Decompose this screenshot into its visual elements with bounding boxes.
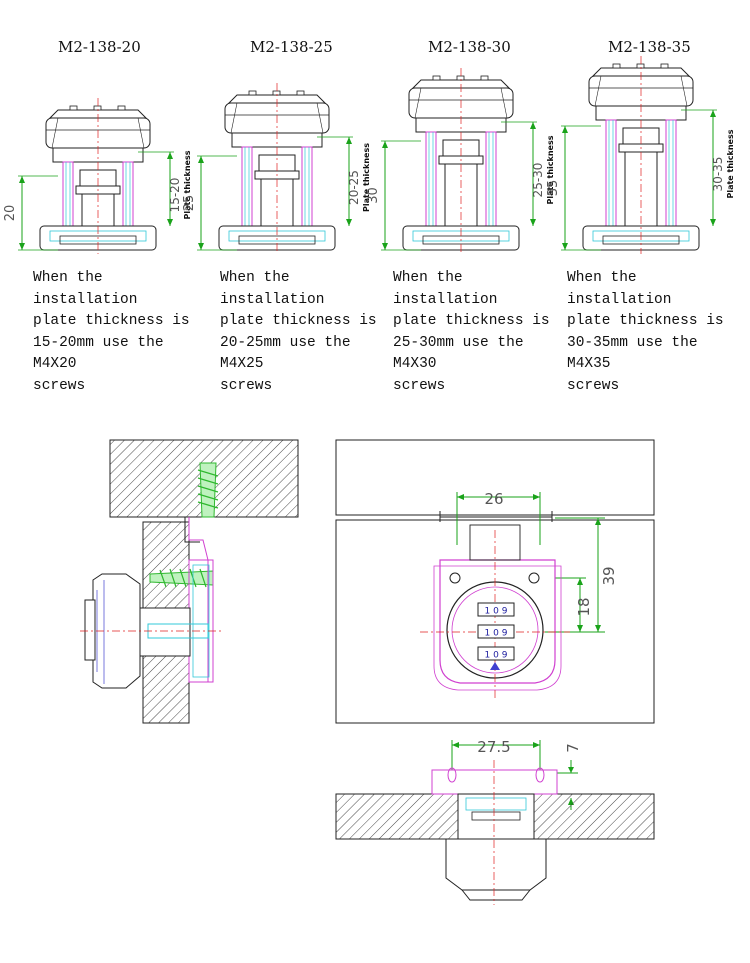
model-title-4: M2-138-35 (608, 38, 691, 56)
dim-bottom-offset-label: 7 (564, 743, 582, 753)
dial-window-2 (477, 624, 515, 639)
variant-description-4: When the installation plate thickness is… (567, 270, 724, 394)
height-dimension-label-3: 30 (366, 187, 381, 204)
dial-digits-1: 1 0 9 (485, 607, 508, 617)
plate-range-label-4: 30-35 (711, 157, 725, 192)
plate-thickness-label-1: Plate thickness (183, 150, 192, 219)
front-view: 26 39 18 1 0 9 1 0 9 1 0 9 (335, 439, 655, 724)
plate-thickness-label-4: Plate thickness (726, 129, 735, 198)
model-title-1: M2-138-20 (58, 38, 141, 56)
model-title-3: M2-138-30 (428, 38, 511, 56)
dial-window-1 (477, 602, 515, 617)
plate-range-label-1: 15-20 (168, 178, 182, 213)
dial-digits-3: 1 0 9 (485, 651, 508, 661)
plate-range-label-3: 25-30 (531, 163, 545, 198)
dim-outer-height-label: 39 (600, 566, 618, 585)
dial-window-3 (477, 646, 515, 661)
dial-indicator-arrow (490, 662, 500, 670)
dial-digits-2: 1 0 9 (485, 629, 508, 639)
height-dimension-label-2: 25 (182, 195, 197, 212)
side-section-view (80, 439, 299, 724)
height-dimension-label-4: 35 (546, 180, 561, 197)
top-panel-outline (335, 439, 655, 516)
variant-description-3: When the installation plate thickness is… (393, 270, 550, 394)
plate-range-label-2: 20-25 (347, 170, 361, 205)
dim-bottom-width-label: 27.5 (477, 738, 510, 756)
dim-inner-height-label: 18 (575, 597, 593, 616)
model-title-2: M2-138-25 (250, 38, 333, 56)
plate-thickness-label-2: Plate thickness (362, 143, 371, 212)
variant-description-1: When the installation plate thickness is… (33, 270, 190, 394)
dim-width-label: 26 (484, 490, 503, 508)
height-dimension-label-1: 20 (3, 205, 18, 222)
bottom-view: 27.5 7 (335, 738, 655, 905)
variant-description-2: When the installation plate thickness is… (220, 270, 377, 394)
plate-thickness-label-3: Plate thickness (546, 135, 555, 204)
wood-screw-vertical (197, 462, 219, 518)
installation-drawings: 26 39 18 1 0 9 1 0 9 1 0 9 (80, 439, 655, 905)
